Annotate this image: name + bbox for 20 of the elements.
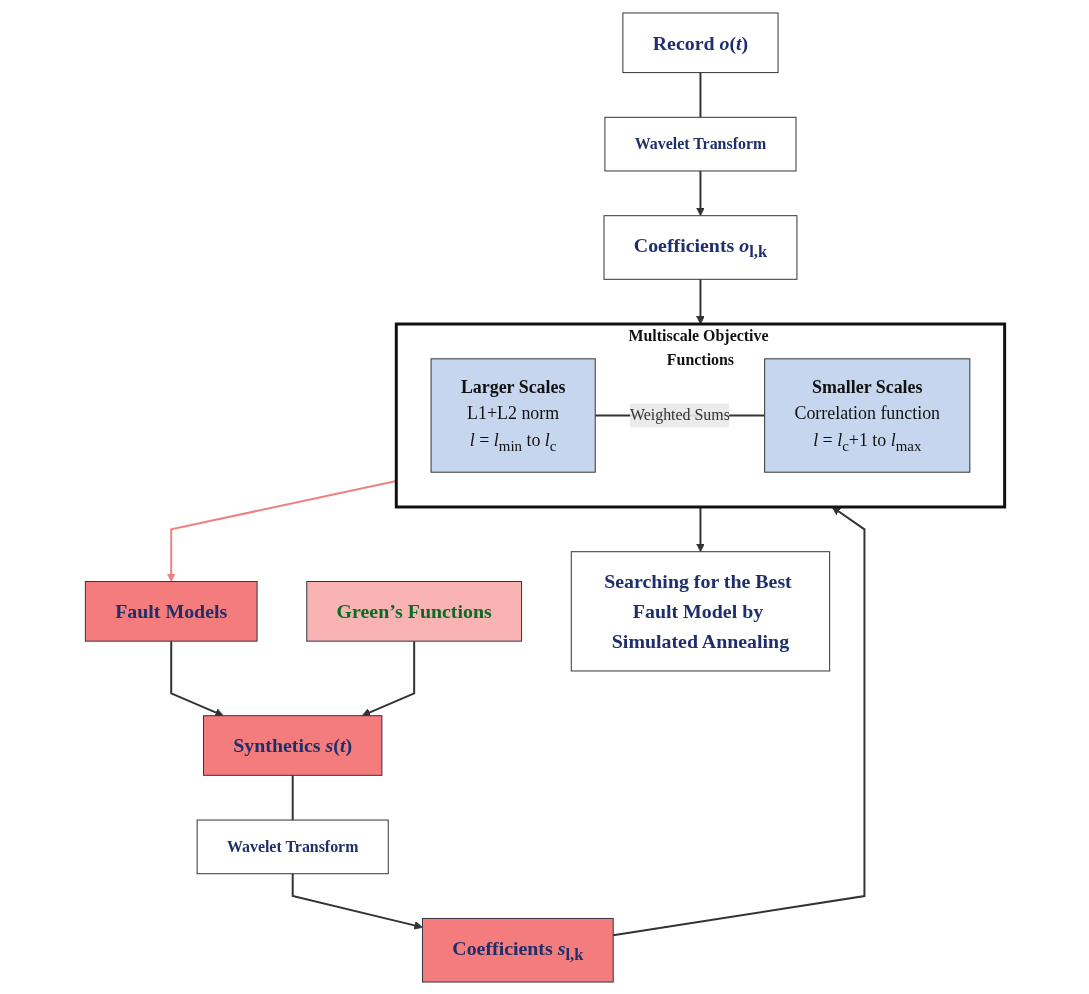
node-box: Smaller Scales Correlation function l = l$_{c}$+1 to l$_{max}$: [763, 357, 970, 473]
edge-label: Weighted Sums: [629, 406, 730, 423]
arrow: [169, 639, 224, 717]
node-box: Fault Models: [84, 580, 258, 642]
arrow: [361, 639, 415, 717]
arrow: [695, 277, 705, 324]
node-box: Wavelet Transform: [603, 116, 796, 171]
arrow: [695, 169, 705, 216]
node-box: Coefficients s$_{l,k}$: [421, 917, 614, 983]
node-box: Searching for the Best Fault Model by Simulated Annealing: [570, 550, 830, 671]
connector: [698, 71, 701, 118]
node-box: Record o(t): [621, 11, 779, 73]
arrow: [291, 872, 423, 930]
node-box: Larger Scales L1+L2 norm l = l$_{min}$ to l$_{c}$: [430, 357, 596, 473]
node-box: Synthetics s(t): [202, 714, 382, 776]
node-box: Coefficients o$_{l,k}$: [603, 214, 797, 280]
arrow: [611, 506, 865, 936]
node-box: Wavelet Transform: [196, 819, 389, 874]
node-box: Green’s Functions: [305, 580, 522, 642]
connector: [291, 773, 294, 821]
